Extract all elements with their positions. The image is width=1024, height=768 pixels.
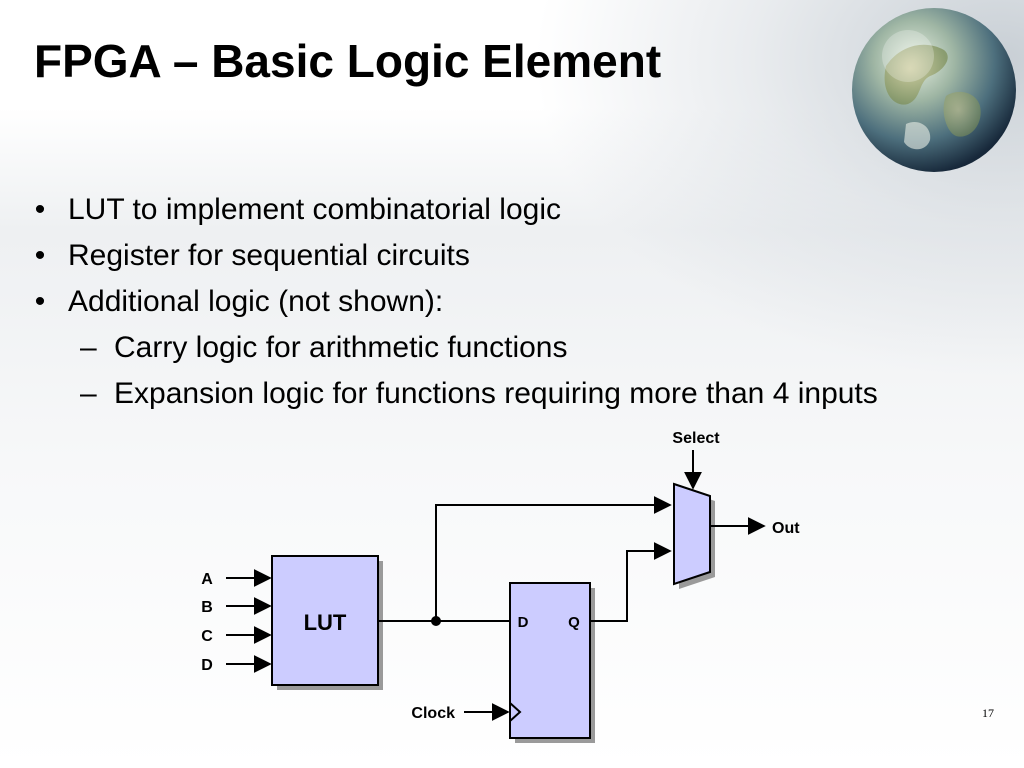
bullet-list: • LUT to implement combinatorial logic •… — [28, 190, 998, 420]
bullet-marker: • — [34, 285, 46, 318]
lut-label: LUT — [304, 610, 347, 635]
mux-block — [673, 482, 711, 586]
sub-bullet-text: Expansion logic for functions requiring … — [114, 377, 878, 410]
bypass-wire — [435, 496, 672, 621]
slide-title: FPGA – Basic Logic Element — [34, 35, 662, 87]
clock-label: Clock — [411, 705, 455, 722]
bullet-text: LUT to implement combinatorial logic — [68, 193, 561, 226]
ff-q-label: Q — [568, 614, 580, 631]
page-number: 17 — [982, 706, 994, 720]
sub-bullet-item: – Expansion logic for functions requirin… — [28, 374, 998, 420]
lut-block — [271, 555, 379, 686]
input-label-c: C — [201, 628, 213, 645]
bullet-text: Additional logic (not shown): — [68, 285, 444, 318]
bullet-text: Register for sequential circuits — [68, 239, 470, 272]
bullet-item: • LUT to implement combinatorial logic — [28, 190, 998, 236]
earth-globe-image — [852, 8, 1016, 172]
bullet-item: • Additional logic (not shown): — [28, 282, 998, 328]
bullet-marker: • — [34, 239, 46, 272]
sub-bullet-marker: – — [80, 377, 97, 410]
ff-d-label: D — [518, 614, 529, 631]
out-label: Out — [772, 520, 800, 537]
bullet-marker: • — [34, 193, 46, 226]
select-label: Select — [672, 430, 720, 447]
input-label-a: A — [201, 571, 213, 588]
sub-bullet-text: Carry logic for arithmetic functions — [114, 331, 568, 364]
input-label-b: B — [201, 599, 213, 616]
bullet-item: • Register for sequential circuits — [28, 236, 998, 282]
sub-bullet-item: – Carry logic for arithmetic functions — [28, 328, 998, 374]
flip-flop-block — [509, 582, 591, 739]
lut-inputs: A B C D — [201, 569, 272, 674]
clock-triangle — [509, 702, 522, 722]
q-output-wire — [590, 542, 672, 622]
input-label-d: D — [201, 657, 213, 674]
sub-bullet-marker: – — [80, 331, 97, 364]
